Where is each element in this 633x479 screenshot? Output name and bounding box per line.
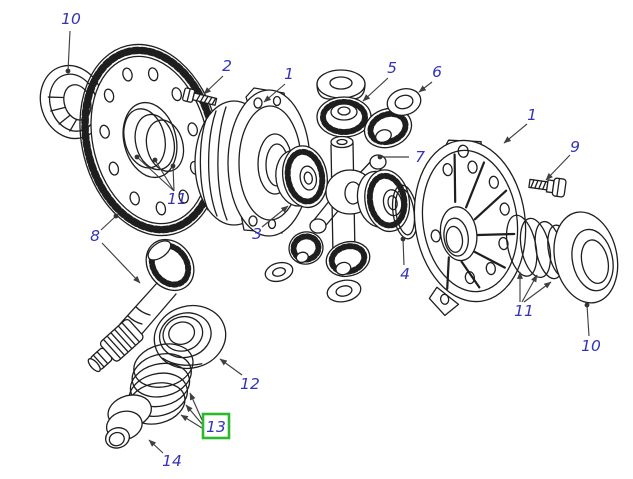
part-bolt-9 (528, 177, 567, 198)
part-bearing-12 (153, 304, 227, 370)
leader-lines (65, 30, 590, 454)
svg-text:2: 2 (222, 57, 232, 75)
part-side-gear-right (356, 169, 411, 233)
callout-1-left[interactable]: 1 (284, 65, 294, 83)
svg-text:9: 9 (570, 138, 580, 156)
callout-labels: 10 2 1 5 6 1 9 7 11 8 3 4 11 10 12 (61, 10, 601, 470)
svg-text:8: 8 (90, 227, 100, 245)
part-diff-case-right (413, 139, 527, 317)
part-pinion-gear-5b (363, 107, 413, 149)
callout-9[interactable]: 9 (570, 138, 580, 156)
part-lower-pinion-gears (264, 231, 371, 303)
svg-text:10: 10 (61, 10, 81, 28)
part-pinion-shaft (87, 238, 195, 373)
svg-text:13: 13 (206, 418, 226, 436)
svg-text:10: 10 (581, 337, 601, 355)
callout-4[interactable]: 4 (400, 265, 410, 283)
part-pinion-gear-5 (316, 96, 372, 138)
callout-11-right[interactable]: 11 (514, 302, 534, 320)
callout-11-left[interactable]: 11 (167, 190, 187, 208)
part-shims-left (123, 108, 185, 172)
callout-8[interactable]: 8 (90, 227, 100, 245)
callout-3[interactable]: 3 (252, 225, 262, 243)
part-side-gear-left (275, 145, 328, 209)
svg-text:5: 5 (387, 59, 397, 77)
svg-text:1: 1 (527, 106, 537, 124)
svg-text:11: 11 (167, 190, 187, 208)
callout-13-highlighted[interactable]: 13 (201, 412, 231, 440)
callout-2[interactable]: 2 (222, 57, 232, 75)
part-washer-6 (386, 88, 422, 116)
svg-text:3: 3 (252, 225, 262, 243)
part-bearing-right (553, 211, 619, 304)
part-bolt-2 (182, 87, 218, 106)
part-thrust-washer-top (316, 69, 366, 100)
svg-text:6: 6 (432, 63, 442, 81)
svg-text:7: 7 (415, 148, 425, 166)
svg-text:4: 4 (400, 265, 410, 283)
part-spacer-14 (104, 394, 152, 449)
part-crown-wheel (79, 43, 221, 237)
callout-10-left[interactable]: 10 (61, 10, 81, 28)
callout-10-right[interactable]: 10 (581, 337, 601, 355)
highlight-box (201, 412, 231, 440)
svg-text:14: 14 (162, 452, 182, 470)
callout-7[interactable]: 7 (415, 148, 425, 166)
callout-5[interactable]: 5 (387, 59, 397, 77)
svg-text:12: 12 (240, 375, 260, 393)
callout-6[interactable]: 6 (432, 63, 442, 81)
callout-12[interactable]: 12 (240, 375, 260, 393)
callout-14[interactable]: 14 (162, 452, 182, 470)
callout-1-right[interactable]: 1 (527, 106, 537, 124)
svg-text:11: 11 (514, 302, 534, 320)
svg-text:1: 1 (284, 65, 294, 83)
